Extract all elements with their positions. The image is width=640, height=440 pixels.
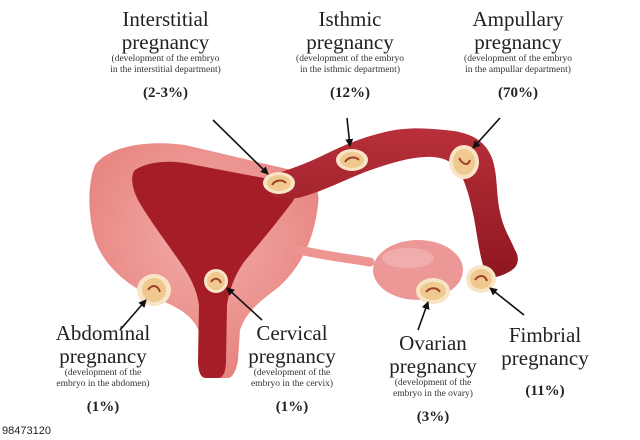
ampullary-desc-line1: (development of the embryo: [464, 54, 572, 64]
ovarian-desc-line1: (development of the: [394, 378, 472, 388]
label-abdominal: Abdominal pregnancy (development of the …: [28, 322, 178, 416]
interstitial-percent: (2-3%): [143, 85, 188, 101]
ovarian-ligament: [295, 245, 375, 267]
fimbrial-title-line1: Fimbrial: [508, 323, 582, 347]
abdominal-title-line1: Abdominal: [55, 321, 151, 345]
abdominal-percent: (1%): [86, 399, 120, 415]
ampullary-desc-line2: in the ampullar department): [465, 65, 571, 75]
fimbrial-percent: (11%): [525, 383, 565, 399]
ampullary-title-line1: Ampullary: [472, 7, 564, 31]
cervical-percent: (1%): [275, 399, 309, 415]
ovarian-title-line2: pregnancy: [389, 354, 477, 378]
label-ampullary: Ampullary pregnancy (development of the …: [438, 8, 598, 102]
ovarian-title-line1: Ovarian: [399, 331, 467, 355]
interstitial-title-line2: pregnancy: [121, 30, 210, 54]
isthmic-percent: (12%): [330, 85, 370, 101]
embryo-ovarian: [416, 278, 450, 304]
embryo-cervical: [204, 269, 228, 293]
abdominal-desc-line1: (development of the: [64, 368, 142, 378]
arrow-ampullary: [472, 117, 501, 149]
embryo-ampullary: [449, 145, 479, 179]
interstitial-title-line1: Interstitial: [122, 7, 209, 31]
interstitial-desc-line2: in the interstitial department): [110, 65, 221, 75]
isthmic-title-line1: Isthmic: [318, 7, 382, 31]
label-isthmic: Isthmic pregnancy (development of the em…: [270, 8, 430, 102]
cervical-title-line2: pregnancy: [248, 344, 336, 368]
interstitial-desc-line1: (development of the embryo: [111, 54, 220, 64]
embryo-interstitial: [263, 172, 295, 194]
cervical-title-line1: Cervical: [256, 321, 328, 345]
label-cervical: Cervical pregnancy (development of the e…: [222, 322, 362, 416]
ovarian-desc-line2: embryo in the ovary): [393, 389, 473, 399]
isthmic-desc-line1: (development of the embryo: [296, 54, 404, 64]
label-ovarian: Ovarian pregnancy (development of the em…: [368, 332, 498, 426]
abdominal-desc-line2: embryo in the abdomen): [56, 379, 150, 389]
isthmic-title-line2: pregnancy: [306, 30, 394, 54]
fimbrial-title-line2: pregnancy: [501, 346, 589, 370]
stock-watermark-id: 98473120: [2, 425, 51, 437]
arrow-isthmic: [345, 117, 354, 147]
isthmic-desc-line2: in the isthmic department): [300, 65, 400, 75]
arrow-fimbrial: [489, 287, 525, 316]
label-fimbrial: Fimbrial pregnancy (11%): [490, 324, 600, 400]
arrow-ovarian: [417, 301, 430, 331]
ampullary-title-line2: pregnancy: [474, 30, 562, 54]
label-interstitial: Interstitial pregnancy (development of t…: [83, 8, 248, 102]
ovary-highlight: [382, 248, 434, 268]
embryo-fimbrial: [466, 265, 496, 293]
arrow-cervical: [226, 287, 263, 321]
cervical-desc-line1: (development of the: [253, 368, 331, 378]
ampullary-percent: (70%): [498, 85, 538, 101]
abdominal-title-line2: pregnancy: [59, 344, 147, 368]
arrow-interstitial: [212, 119, 269, 175]
embryo-isthmic: [336, 149, 368, 171]
embryo-abdominal: [137, 274, 171, 306]
ovarian-percent: (3%): [416, 409, 450, 425]
arrow-abdominal: [119, 299, 147, 331]
cervical-desc-line2: embryo in the cervix): [250, 379, 334, 389]
